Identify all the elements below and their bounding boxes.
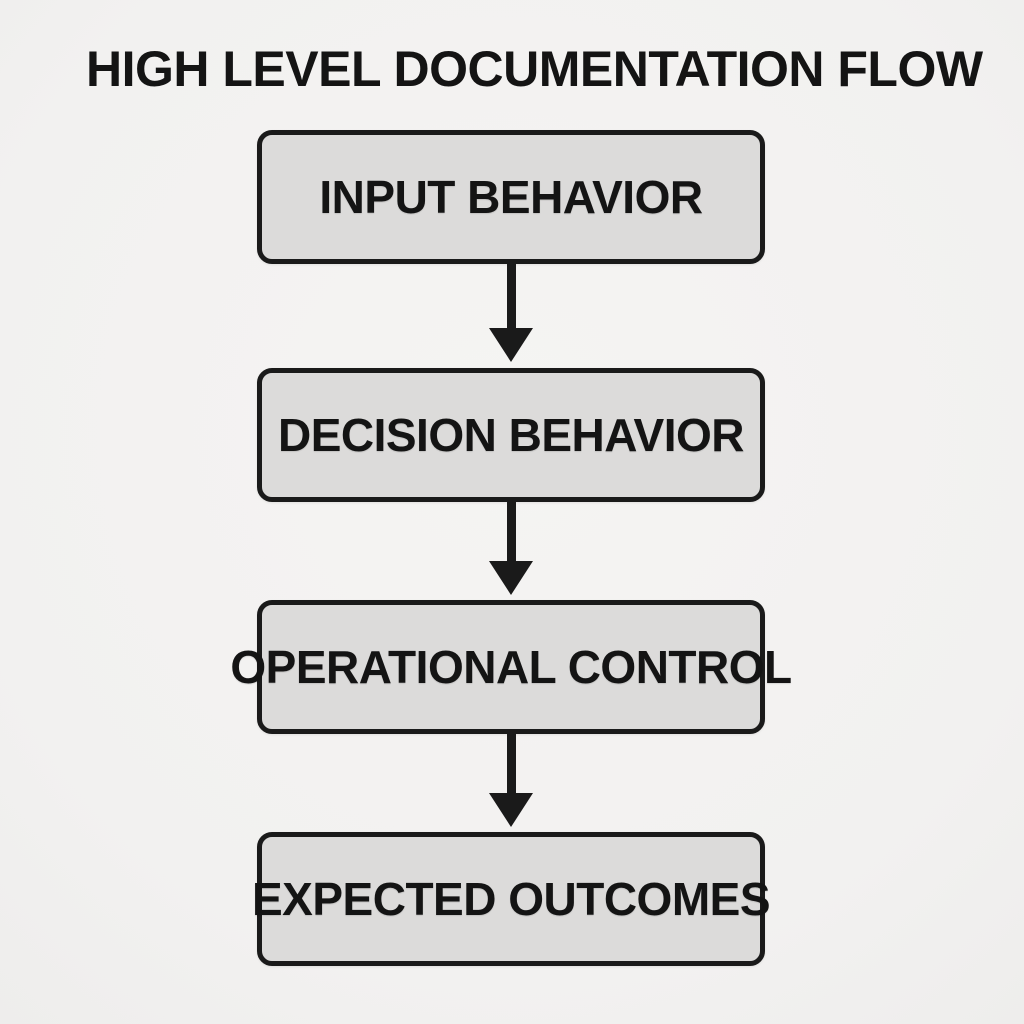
flow-node-decision-behavior: DECISION BEHAVIOR: [257, 368, 765, 502]
arrow-shaft: [506, 729, 516, 793]
arrow-head: [489, 328, 533, 362]
down-arrow-icon: [489, 729, 533, 827]
arrow-shaft: [506, 264, 516, 328]
flow-node-label: EXPECTED OUTCOMES: [252, 873, 771, 925]
arrow-head: [489, 561, 533, 595]
flow-node-operational-control: OPERATIONAL CONTROL: [230, 600, 792, 734]
arrow-shaft: [506, 497, 516, 561]
flow-node-label: INPUT BEHAVIOR: [319, 171, 703, 223]
flow-node-label: OPERATIONAL CONTROL: [230, 641, 792, 693]
diagram-title: HIGH LEVEL DOCUMENTATION FLOW: [86, 41, 983, 97]
flow-node-input-behavior: INPUT BEHAVIOR: [257, 130, 765, 264]
down-arrow-icon: [489, 497, 533, 595]
down-arrow-icon: [489, 264, 533, 362]
flow-node-expected-outcomes: EXPECTED OUTCOMES: [252, 832, 771, 966]
arrow-head: [489, 793, 533, 827]
flow-node-label: DECISION BEHAVIOR: [277, 409, 745, 461]
